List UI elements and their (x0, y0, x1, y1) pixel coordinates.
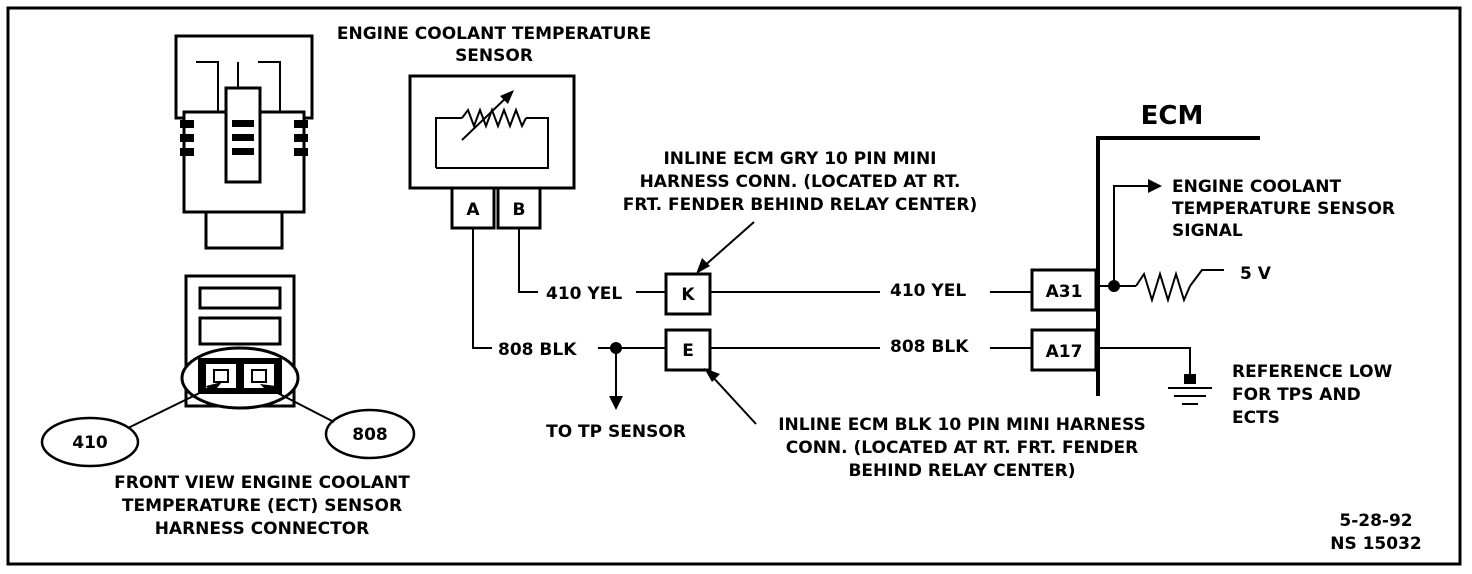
ect-sensor-body (408, 74, 576, 190)
connector-side-view (174, 34, 314, 250)
diagram-border (6, 6, 1462, 566)
svg-text:HARNESS CONNECTOR: HARNESS CONNECTOR (155, 519, 370, 539)
callout-410: 410 (40, 382, 222, 468)
svg-text:TEMPERATURE SENSOR: TEMPERATURE SENSOR (1172, 199, 1395, 219)
svg-text:REFERENCE LOW: REFERENCE LOW (1232, 362, 1393, 382)
inline-blk-label: INLINE ECM BLK 10 PIN MINI HARNESS CONN.… (704, 368, 1146, 481)
sensor-pin-b: B (513, 200, 526, 220)
wire-808-blk (472, 228, 1032, 349)
reference-low-label: REFERENCE LOW FOR TPS AND ECTS (1232, 362, 1393, 428)
sensor-title: ENGINE COOLANT TEMPERATURE SENSOR (337, 24, 651, 66)
sensor-pin-a: A (466, 200, 480, 220)
ecm-pin-a17: A17 (1046, 342, 1083, 362)
svg-text:FRT. FENDER BEHIND RELAY CENTE: FRT. FENDER BEHIND RELAY CENTER) (623, 195, 978, 215)
svg-text:CONN. (LOCATED AT RT. FRT. FEN: CONN. (LOCATED AT RT. FRT. FENDER (786, 438, 1138, 458)
inline-pin-k-box (664, 272, 712, 316)
inline-gry-label: INLINE ECM GRY 10 PIN MINI HARNESS CONN.… (623, 149, 978, 274)
svg-text:SIGNAL: SIGNAL (1172, 221, 1243, 241)
callout-808-text: 808 (352, 425, 388, 445)
front-view-label: FRONT VIEW ENGINE COOLANT TEMPERATURE (E… (114, 473, 410, 539)
ecm-pin-a31: A31 (1046, 282, 1083, 302)
svg-text:SENSOR: SENSOR (455, 46, 533, 66)
svg-text:FOR TPS AND: FOR TPS AND (1232, 385, 1361, 405)
inline-pin-k: K (681, 285, 695, 305)
ecm-signal-label: ENGINE COOLANT TEMPERATURE SENSOR SIGNAL (1172, 177, 1395, 241)
svg-text:ENGINE COOLANT TEMPERATURE: ENGINE COOLANT TEMPERATURE (337, 24, 651, 44)
wire-bottom-left-label: 808 BLK (498, 340, 577, 360)
svg-text:FRONT VIEW ENGINE COOLANT: FRONT VIEW ENGINE COOLANT (114, 473, 410, 493)
svg-text:TEMPERATURE (ECT) SENSOR: TEMPERATURE (ECT) SENSOR (122, 496, 402, 516)
sensor-pin-b-box (496, 186, 542, 230)
pullup-resistor-symbol (1135, 270, 1191, 304)
connector-front-view (180, 274, 300, 410)
sensor-pin-a-box (450, 186, 496, 230)
svg-text:HARNESS CONN. (LOCATED AT RT.: HARNESS CONN. (LOCATED AT RT. (640, 172, 961, 192)
doc-date: 5-28-92 (1339, 511, 1412, 531)
callout-410-text: 410 (72, 433, 108, 453)
ecm-signal-circuit (1108, 179, 1224, 304)
ecm-pin-a17-box (1030, 328, 1098, 372)
tp-sensor-splice (609, 342, 623, 410)
wire-top-left-label: 410 YEL (546, 284, 622, 304)
svg-text:INLINE ECM BLK 10 PIN MINI HAR: INLINE ECM BLK 10 PIN MINI HARNESS (778, 415, 1146, 435)
inline-pin-e: E (682, 341, 694, 361)
ecm-title: ECM (1141, 101, 1204, 131)
wire-top-right-label: 410 YEL (890, 281, 966, 301)
thermistor-symbol (461, 107, 527, 129)
ecm-boundary (1096, 136, 1260, 396)
inline-pin-e-box (664, 328, 712, 372)
wire-410-yel (518, 228, 1112, 293)
ecm-voltage: 5 V (1240, 264, 1272, 284)
ground-symbol (1096, 347, 1212, 405)
svg-text:ENGINE COOLANT: ENGINE COOLANT (1172, 177, 1341, 197)
doc-number: NS 15032 (1330, 534, 1422, 554)
tp-sensor-label: TO TP SENSOR (546, 422, 686, 442)
svg-text:BEHIND RELAY CENTER): BEHIND RELAY CENTER) (848, 461, 1075, 481)
callout-808: 808 (260, 384, 416, 460)
svg-text:ECTS: ECTS (1232, 408, 1280, 428)
svg-text:INLINE ECM GRY 10 PIN MINI: INLINE ECM GRY 10 PIN MINI (663, 149, 936, 169)
ecm-pin-a31-box (1030, 268, 1098, 312)
wire-bottom-right-label: 808 BLK (890, 337, 969, 357)
